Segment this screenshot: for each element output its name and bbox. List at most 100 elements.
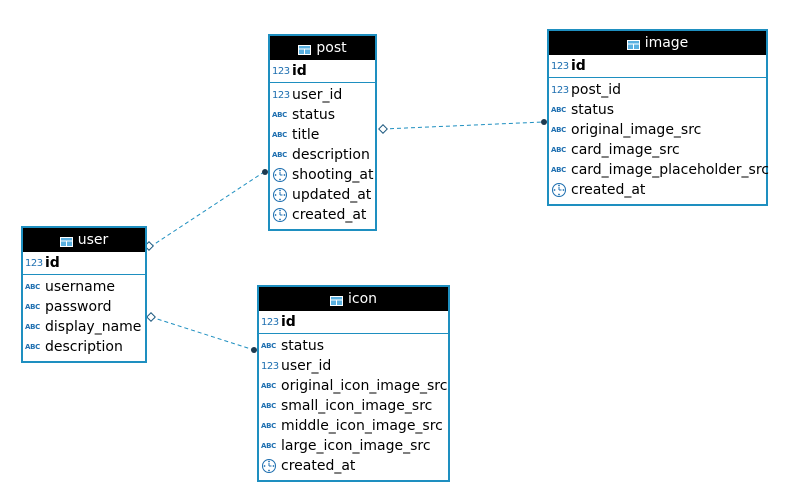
column-name: created_at	[292, 207, 367, 223]
relation-end-dot	[251, 347, 257, 353]
numeric-type-icon: 123	[551, 60, 569, 72]
column-name: username	[45, 279, 115, 295]
column-row[interactable]: ABC card_image_placeholder_src	[551, 160, 769, 180]
column-row[interactable]: ABC display_name	[25, 317, 145, 337]
column-row[interactable]: ABC username	[25, 277, 145, 297]
column-row[interactable]: created_at	[261, 456, 448, 476]
relation-end-diamond	[378, 124, 388, 134]
column-row[interactable]: ABC title	[272, 125, 375, 145]
entity-header[interactable]: image	[549, 31, 766, 55]
column-row[interactable]: ABC status	[261, 336, 448, 356]
column-row[interactable]: ABC small_icon_image_src	[261, 396, 448, 416]
text-type-icon: ABC	[551, 106, 566, 114]
column-name: shooting_at	[292, 167, 374, 183]
entity-title: post	[316, 40, 347, 56]
relationship-user-post[interactable]	[144, 169, 268, 251]
column-row[interactable]: shooting_at	[272, 165, 375, 185]
text-type-icon: ABC	[25, 343, 40, 351]
column-name: user_id	[281, 358, 332, 374]
column-name: original_image_src	[571, 122, 702, 138]
timestamp-type-icon	[551, 182, 569, 198]
text-type-icon: ABC	[272, 131, 287, 139]
timestamp-type-icon	[272, 167, 290, 183]
column-name: post_id	[571, 82, 622, 98]
column-name: description	[292, 147, 370, 163]
text-type-icon: ABC	[261, 442, 276, 450]
entity-title: icon	[347, 291, 378, 307]
column-name: user_id	[292, 87, 343, 103]
column-name: status	[571, 102, 615, 118]
text-type-icon: ABC	[25, 283, 40, 291]
relation-end-dot	[262, 169, 268, 175]
column-name: id	[45, 255, 60, 271]
column-name: description	[45, 339, 123, 355]
entity-header[interactable]: icon	[259, 287, 448, 311]
entity-header[interactable]: post	[270, 36, 375, 60]
column-name: display_name	[45, 319, 142, 335]
text-type-icon: ABC	[261, 382, 276, 390]
timestamp-type-icon	[261, 458, 279, 474]
numeric-type-icon: 123	[551, 84, 569, 96]
entity-header[interactable]: user	[23, 228, 145, 252]
numeric-type-icon: 123	[272, 65, 290, 77]
table-icon	[298, 43, 312, 55]
relationship-user-icon[interactable]	[146, 312, 257, 353]
text-type-icon: ABC	[551, 146, 566, 154]
column-name: id	[571, 58, 586, 74]
column-row[interactable]: created_at	[272, 205, 375, 225]
column-name: title	[292, 127, 320, 143]
text-type-icon: ABC	[261, 342, 276, 350]
column-row[interactable]: created_at	[551, 180, 766, 200]
column-name: id	[292, 63, 307, 79]
column-name: id	[281, 314, 296, 330]
numeric-type-icon: 123	[261, 316, 279, 328]
column-name: created_at	[571, 182, 646, 198]
column-name: card_image_placeholder_src	[571, 162, 769, 178]
column-name: card_image_src	[571, 142, 680, 158]
column-name: created_at	[281, 458, 356, 474]
column-name: status	[292, 107, 336, 123]
column-row[interactable]: ABC description	[272, 145, 375, 165]
relationship-post-image[interactable]	[378, 119, 547, 134]
table-icon	[626, 38, 640, 50]
column-name: updated_at	[292, 187, 372, 203]
column-row[interactable]: updated_at	[272, 185, 375, 205]
entity-title: image	[644, 35, 689, 51]
text-type-icon: ABC	[261, 422, 276, 430]
text-type-icon: ABC	[272, 151, 287, 159]
column-row[interactable]: ABC card_image_src	[551, 140, 766, 160]
column-name: password	[45, 299, 112, 315]
numeric-type-icon: 123	[261, 360, 279, 372]
text-type-icon: ABC	[261, 402, 276, 410]
column-row[interactable]: ABC description	[25, 337, 145, 357]
table-icon	[329, 294, 343, 306]
column-name: small_icon_image_src	[281, 398, 433, 414]
column-row[interactable]: ABC original_image_src	[551, 120, 766, 140]
text-type-icon: ABC	[25, 323, 40, 331]
column-name: status	[281, 338, 325, 354]
text-type-icon: ABC	[551, 166, 566, 174]
column-row[interactable]: ABC status	[551, 100, 766, 120]
text-type-icon: ABC	[551, 126, 566, 134]
